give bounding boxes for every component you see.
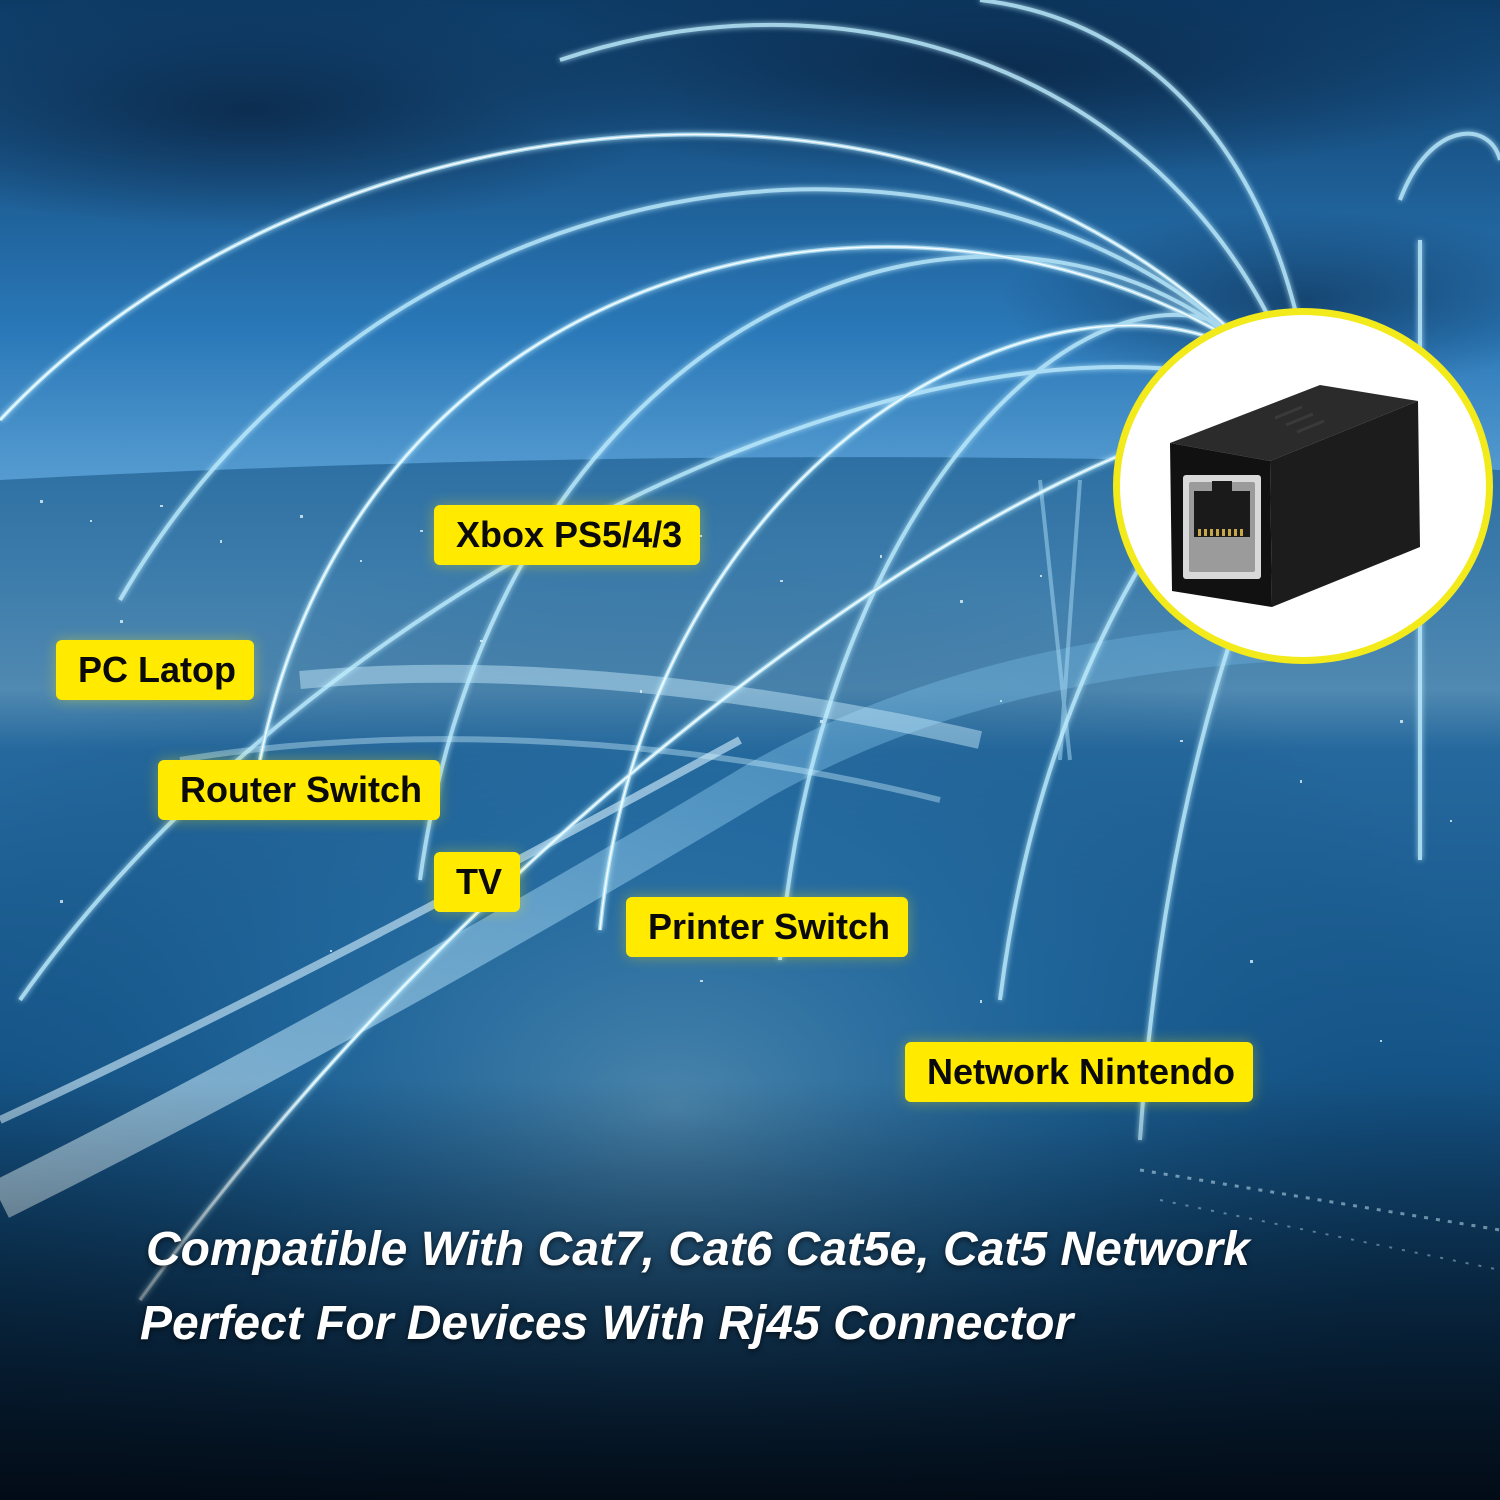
- label-printer-switch: Printer Switch: [626, 897, 909, 957]
- connector-caption: Perfect For Devices With Rj45 Connector: [140, 1297, 1074, 1350]
- rj45-coupler-icon: [1170, 385, 1420, 607]
- compatibility-caption: Compatible With Cat7, Cat6 Cat5e, Cat5 N…: [146, 1223, 1250, 1276]
- product-inset-circle: [1113, 308, 1493, 664]
- label-pc-laptop: PC Latop: [56, 640, 254, 700]
- label-tv: TV: [434, 852, 521, 912]
- label-network-nintendo: Network Nintendo: [905, 1042, 1254, 1102]
- label-xbox-ps: Xbox PS5/4/3: [434, 505, 701, 565]
- label-router-switch: Router Switch: [158, 760, 441, 820]
